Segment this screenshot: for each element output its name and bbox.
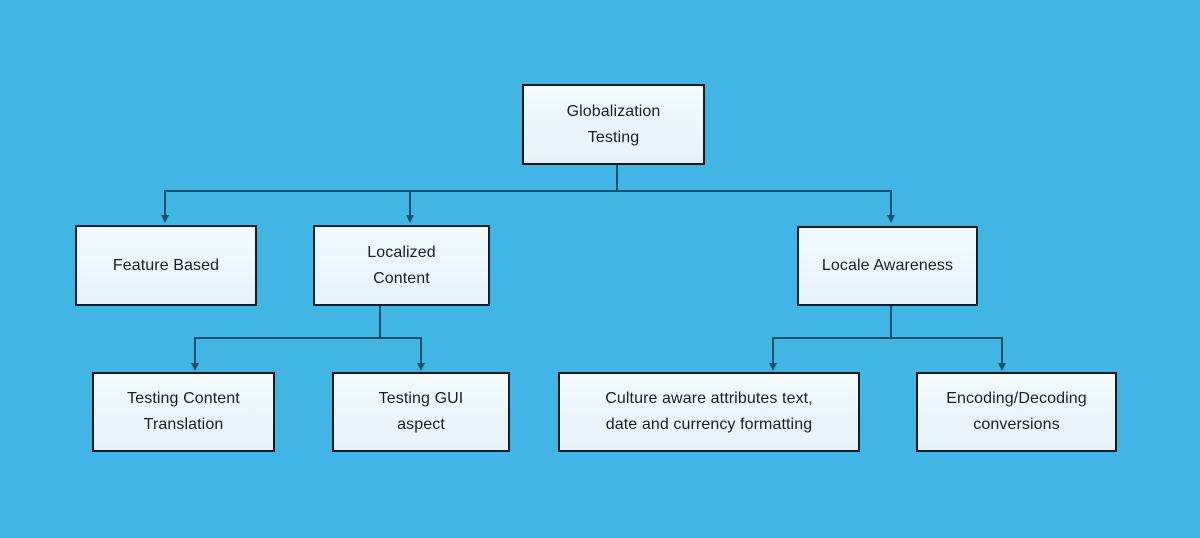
node-culture-aware-attributes: Culture aware attributes text, date and … — [558, 372, 860, 452]
node-feature-based: Feature Based — [75, 225, 257, 306]
node-locale-awareness: Locale Awareness — [797, 226, 978, 306]
node-encoding-decoding-conversions: Encoding/Decoding conversions — [916, 372, 1117, 452]
node-testing-content-translation: Testing Content Translation — [92, 372, 275, 452]
node-testing-gui-aspect: Testing GUI aspect — [332, 372, 510, 452]
node-globalization-testing: Globalization Testing — [522, 84, 705, 165]
node-localized-content: Localized Content — [313, 225, 490, 306]
